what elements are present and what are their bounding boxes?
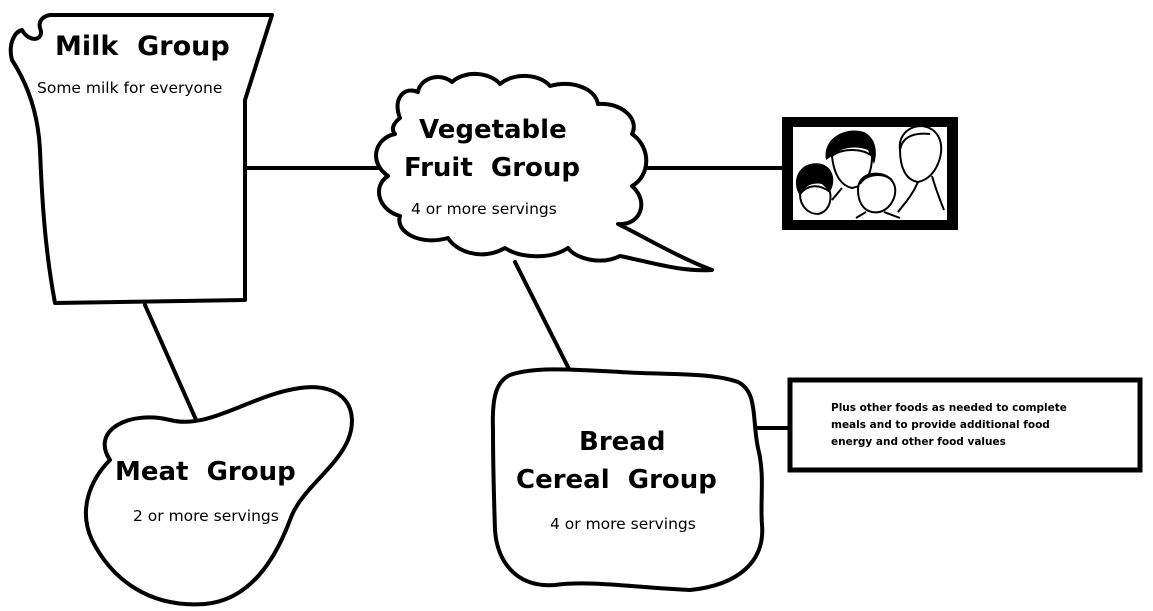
- bread-cereal-group-shape: [490, 367, 765, 592]
- milk-group-subtitle: Some milk for everyone: [37, 79, 222, 97]
- vegetable-fruit-group-shape: [374, 72, 714, 273]
- milk-group-title: Milk Group: [55, 31, 230, 62]
- meat-group-shape: [83, 385, 354, 607]
- connector-vegetable-bread: [513, 260, 574, 377]
- vegetable-fruit-subtitle: 4 or more servings: [411, 200, 557, 218]
- meat-group-title: Meat Group: [115, 457, 296, 487]
- note-box: [787, 377, 1143, 473]
- bread-cereal-subtitle: 4 or more servings: [550, 515, 696, 533]
- vegetable-fruit-title-line1: Vegetable: [419, 115, 567, 145]
- note-line-3: energy and other food values: [831, 436, 1006, 448]
- note-line-2: meals and to provide additional food: [831, 419, 1050, 431]
- meat-group-subtitle: 2 or more servings: [133, 507, 279, 525]
- connector-milk-meat: [143, 303, 199, 424]
- family-picture: [782, 117, 958, 230]
- family-portrait-icon: [795, 124, 945, 219]
- milk-group-shape: [8, 13, 274, 305]
- bread-cereal-title-line2: Cereal Group: [516, 465, 717, 495]
- note-line-1: Plus other foods as needed to complete: [831, 402, 1067, 414]
- vegetable-fruit-title-line2: Fruit Group: [404, 153, 580, 183]
- bread-cereal-title-line1: Bread: [579, 427, 665, 457]
